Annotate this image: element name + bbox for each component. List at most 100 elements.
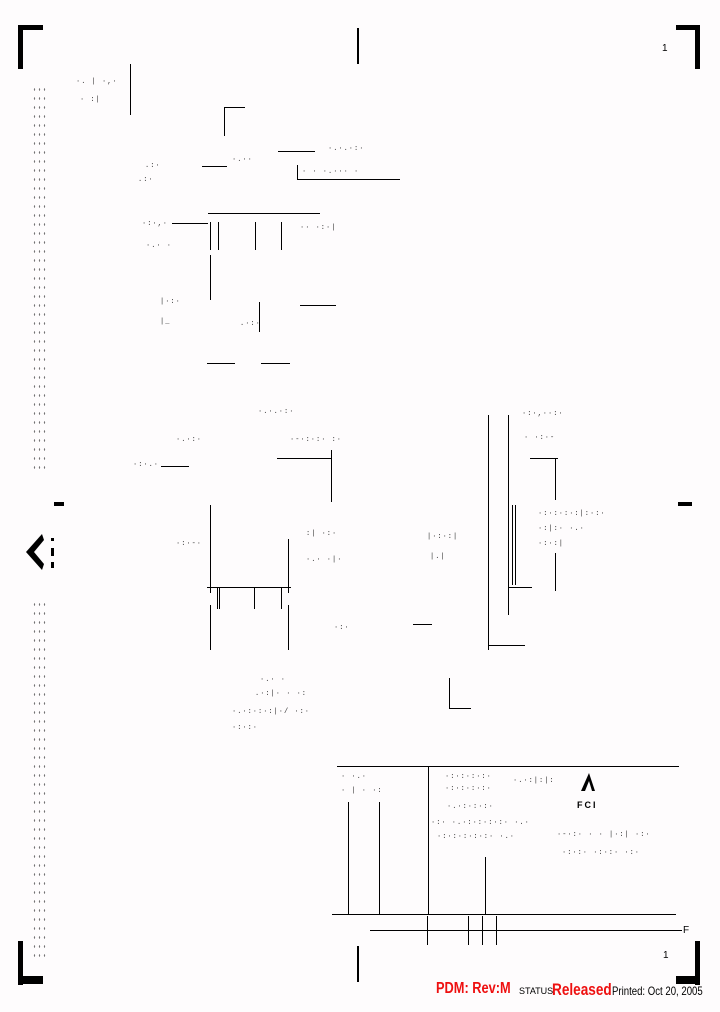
dimension-text: ·-·:·:· :· — [290, 436, 343, 444]
note-text: ·.· · — [260, 676, 287, 684]
leader-line — [172, 223, 208, 224]
leader-line — [278, 151, 315, 152]
dimension-text: |_ — [160, 318, 171, 326]
part-outline — [210, 222, 211, 250]
fci-a-logo-icon — [26, 534, 54, 570]
part-outline — [210, 605, 211, 650]
dimension-arrow — [207, 363, 235, 364]
fci-logo-vertical — [24, 530, 74, 578]
title-block-text: ·:·:·:·:·:· ·.· — [437, 833, 516, 841]
title-block-text: ·:· ·.·:·:·:·:· ·.· — [431, 819, 530, 827]
leader-box — [224, 107, 245, 108]
corner-mark-bottom-right — [695, 941, 700, 985]
title-block-text: ·:·:· ·:·:· ·:· — [562, 849, 641, 857]
dimension-text: ·:·,· — [142, 220, 169, 228]
pdm-revision: PDM: Rev:M — [436, 980, 511, 997]
datum-marker — [413, 624, 432, 625]
dimension-text: .·:· — [240, 320, 261, 328]
label-box — [297, 165, 400, 180]
corner-mark-bottom-left — [18, 976, 43, 984]
dimension-text: ·:·.· — [133, 461, 160, 469]
pin — [217, 587, 218, 609]
corner-mark-bottom-left — [18, 941, 23, 985]
part-outline — [509, 587, 532, 588]
title-block-text: ·.·:·:·:· — [447, 803, 494, 811]
revision-row-marker: F — [683, 925, 690, 936]
leader-box — [224, 107, 225, 136]
title-block-text: ·:·:·:·:· — [445, 773, 492, 781]
dimension-text: |·:· — [160, 298, 181, 306]
title-block-text: ·:·:·:·:· — [445, 785, 492, 793]
dimension-text: |.| — [430, 553, 446, 561]
title-block-text: ·.·:|:|: — [513, 777, 555, 785]
dimension-text: ·:·-· — [176, 540, 203, 548]
zone-marker-top-right: 1 — [662, 43, 668, 54]
title-block: · ·.· · | · ·: ·:·:·:·:· ·:·:·:·:· ·.·:|… — [332, 766, 679, 917]
dimension-text: ·:·:·:·:|:·:· — [538, 510, 606, 518]
status-value: Released — [552, 980, 612, 999]
left-margin-notes — [32, 600, 46, 960]
center-mark-top — [357, 28, 359, 64]
status-label: STATUS: — [519, 986, 556, 996]
leader-line — [161, 466, 189, 467]
part-outline — [512, 505, 513, 585]
part-outline — [259, 302, 260, 332]
pin — [281, 587, 282, 609]
dimension-text: ·.· ·|· — [306, 556, 343, 564]
leader-line — [530, 458, 558, 459]
corner-mark-bottom-right — [676, 976, 700, 984]
part-outline — [210, 505, 211, 593]
dimension-text: .:· — [138, 176, 154, 184]
corner-mark-top-left — [18, 25, 43, 30]
dimension-text: · ·:·- — [524, 434, 556, 442]
dimension-text: ·· ·:·| — [300, 224, 337, 232]
title-block-text: · | · ·: — [341, 787, 383, 795]
revision-divider — [427, 916, 428, 945]
revision-divider — [468, 916, 469, 945]
note-text: · :| — [80, 96, 101, 104]
title-block-text: ·-·:· · · |·:| ·:· — [557, 831, 651, 839]
part-outline — [210, 255, 211, 300]
part-outline — [281, 222, 282, 250]
dimension-text: ·:|:· ·.· — [538, 525, 585, 533]
dimension-text: :| ·:· — [306, 530, 338, 538]
part-outline — [255, 222, 256, 250]
center-mark-right — [678, 502, 692, 506]
pin — [219, 587, 220, 609]
note-text: ·. | ·,· — [76, 78, 118, 86]
revision-row-line — [370, 930, 682, 931]
part-outline — [208, 213, 320, 214]
dimension-text: ·.· · — [146, 242, 173, 250]
revision-divider — [496, 916, 497, 945]
part-outline — [508, 415, 509, 615]
part-outline — [207, 587, 291, 588]
dimension-text: ·:·,··:· — [522, 410, 564, 418]
dimension-text: ·.·· — [232, 156, 253, 164]
center-mark-bottom — [357, 946, 359, 982]
note-text: ·.·:·:·:|·/ ·:· — [232, 708, 311, 716]
dimension-text: |·:·:| — [427, 533, 459, 541]
part-outline — [288, 539, 289, 593]
corner-mark-top-left — [18, 25, 23, 69]
leader-line — [555, 553, 556, 591]
dimension-text: ·.·.·:· — [258, 408, 295, 416]
dimension-text: .:· — [145, 162, 161, 170]
fci-a-logo-icon — [581, 773, 595, 791]
center-mark-left — [54, 502, 64, 506]
part-outline — [288, 605, 289, 650]
leader-line — [555, 458, 556, 500]
note-text: .·:|· · ·: — [255, 690, 308, 698]
part-outline — [218, 222, 219, 250]
corner-mark-top-right — [676, 25, 700, 30]
title-block-logo-text: FCI — [577, 800, 598, 810]
note-text: ·:·:· — [232, 724, 259, 732]
dimension-text: ·:·:| — [538, 540, 565, 548]
revision-divider — [482, 916, 483, 945]
note-bracket — [130, 64, 131, 115]
leader-line — [277, 458, 332, 459]
left-margin-notes — [32, 85, 46, 470]
zone-marker-bottom-right: 1 — [663, 950, 669, 961]
corner-mark-top-right — [695, 25, 700, 69]
dimension-arrow — [261, 363, 290, 364]
part-outline — [489, 645, 525, 646]
